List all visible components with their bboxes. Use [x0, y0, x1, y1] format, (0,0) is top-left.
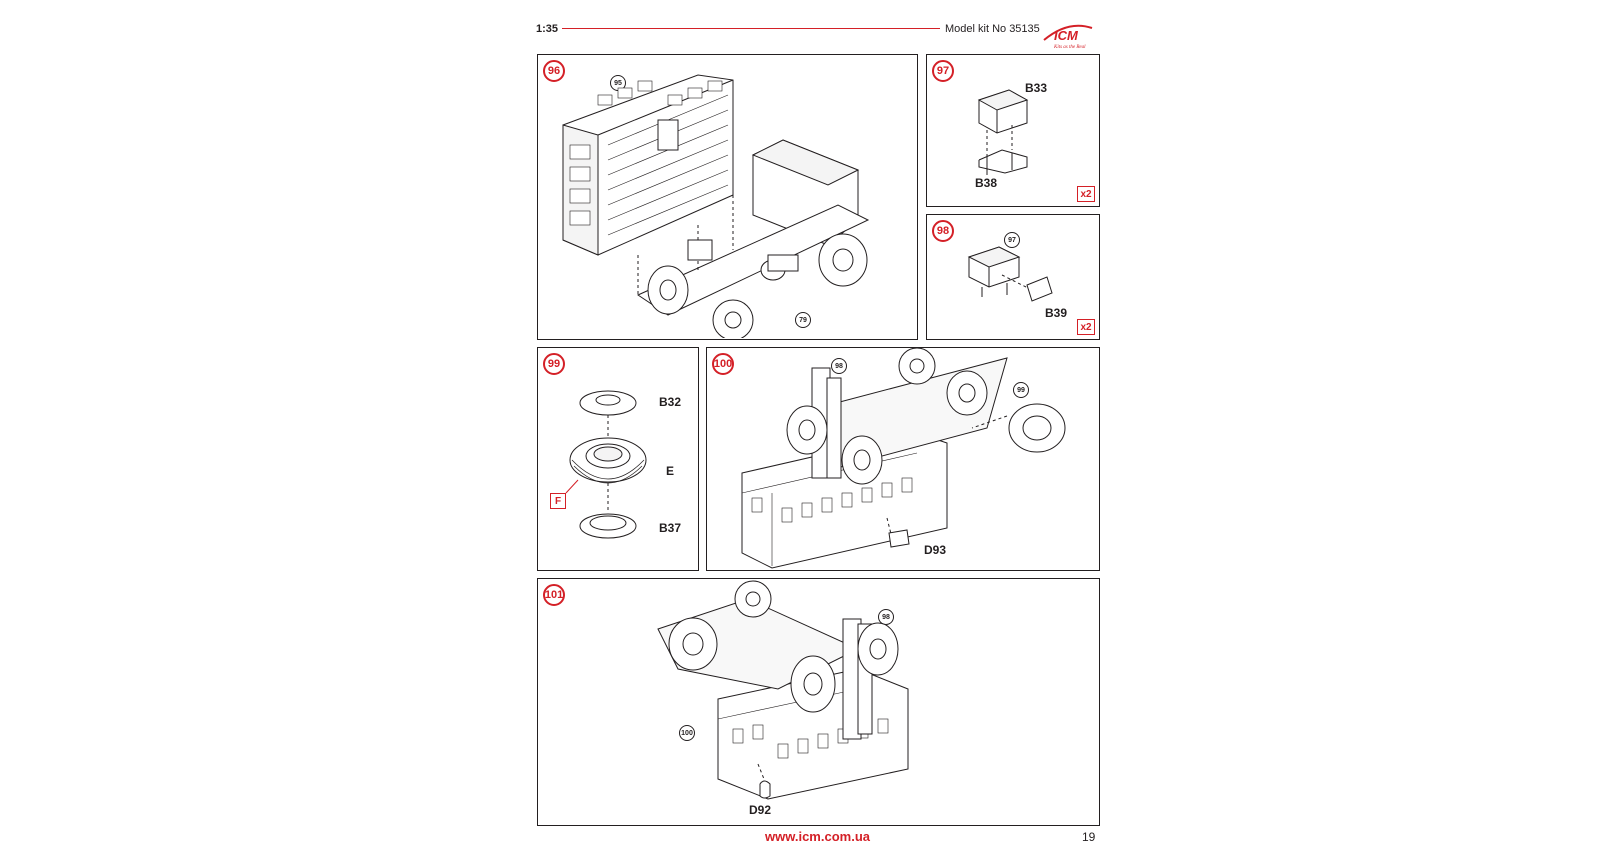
part-label-b39: B39: [1045, 306, 1068, 320]
truck-bodywork-illustration: [562, 74, 870, 338]
footer-website-link[interactable]: www.icm.com.ua: [765, 829, 870, 844]
final-assembly-illustration: [657, 580, 909, 800]
step-number: 97: [932, 60, 954, 82]
seat-mount-illustration: [967, 246, 1053, 302]
ref-step-98: 98: [831, 358, 847, 374]
icm-logo: ICM Kits as the Real: [1043, 24, 1093, 50]
ref-step-79: 79: [795, 312, 811, 328]
part-label-b38: B38: [975, 176, 998, 190]
part-label-b33: B33: [1025, 81, 1048, 95]
part-label-d93: D93: [924, 543, 947, 557]
part-label-b37: B37: [659, 521, 682, 535]
page-number: 19: [1082, 830, 1096, 844]
step-100-panel: 100 98 99 96 D93: [706, 347, 1100, 571]
step-number: 101: [543, 584, 565, 606]
part-marker-f: F: [550, 493, 566, 509]
scale-label: 1:35: [536, 23, 559, 35]
part-label-b32: B32: [659, 395, 682, 409]
ref-step-97: 97: [1004, 232, 1020, 248]
step-98-panel: 98 97 B39 x2: [926, 214, 1100, 340]
step-96-panel: 96 95 79: [537, 54, 918, 340]
step-number: 96: [543, 60, 565, 82]
step-99-panel: 99 B32 E B37 F: [537, 347, 699, 571]
quantity-multiplier: x2: [1077, 186, 1095, 202]
step-number: 100: [712, 353, 734, 375]
part-label-d92: D92: [749, 803, 772, 817]
seat-assembly-illustration: [977, 89, 1029, 175]
kit-number: Model kit No 35135: [945, 23, 1040, 35]
part-label-e: E: [666, 464, 675, 478]
ref-step-99: 99: [1013, 382, 1029, 398]
svg-text:Kits as the Real: Kits as the Real: [1053, 45, 1086, 50]
ref-step-100: 100: [679, 725, 695, 741]
header-rule: [562, 28, 940, 29]
step-number: 99: [543, 353, 565, 375]
ref-step-98: 98: [878, 609, 894, 625]
spare-wheel-illustration: [565, 390, 647, 539]
step-number: 98: [932, 220, 954, 242]
step-97-panel: 97 B33 B38 x2: [926, 54, 1100, 207]
svg-text:ICM: ICM: [1054, 28, 1079, 43]
vehicle-underside-illustration: [741, 348, 1066, 569]
step-101-panel: 101 98 100 D92: [537, 578, 1100, 826]
quantity-multiplier: x2: [1077, 319, 1095, 335]
